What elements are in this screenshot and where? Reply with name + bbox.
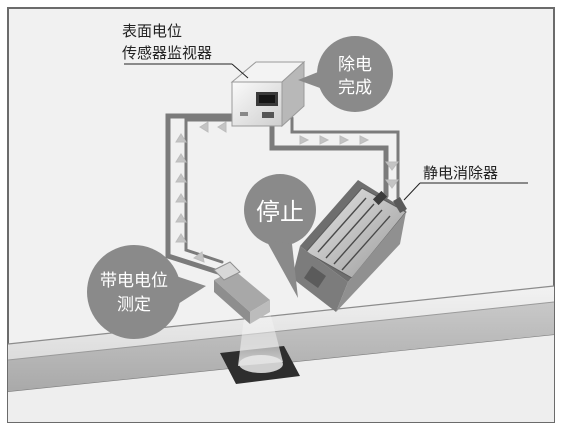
cable-right <box>269 116 400 200</box>
ionizer-leader-line <box>403 182 421 201</box>
static-eliminator <box>292 180 407 312</box>
ionizer-label: 静电消除器 <box>423 164 498 182</box>
bubble-done-line1: 除电 <box>338 55 372 75</box>
bubble-measure-line2: 测定 <box>117 295 151 315</box>
bubble-done-line2: 完成 <box>338 78 372 98</box>
bubble-stop-text: 停止 <box>256 198 304 226</box>
conveyor-belt <box>7 285 555 422</box>
measurement-spot <box>220 312 300 384</box>
flow-arrows <box>175 121 399 263</box>
bubble-measure <box>87 245 206 339</box>
monitor-label-line2: 传感器监视器 <box>122 44 212 62</box>
surface-potential-monitor <box>230 60 306 128</box>
bubble-measure-line1: 带电电位 <box>100 271 168 291</box>
sensor-head <box>213 261 270 324</box>
bubble-stop <box>244 174 316 298</box>
bubble-done <box>298 36 393 112</box>
monitor-label-line1: 表面电位 <box>122 22 182 40</box>
cable-left <box>165 113 250 275</box>
monitor-leader-line <box>231 63 249 79</box>
